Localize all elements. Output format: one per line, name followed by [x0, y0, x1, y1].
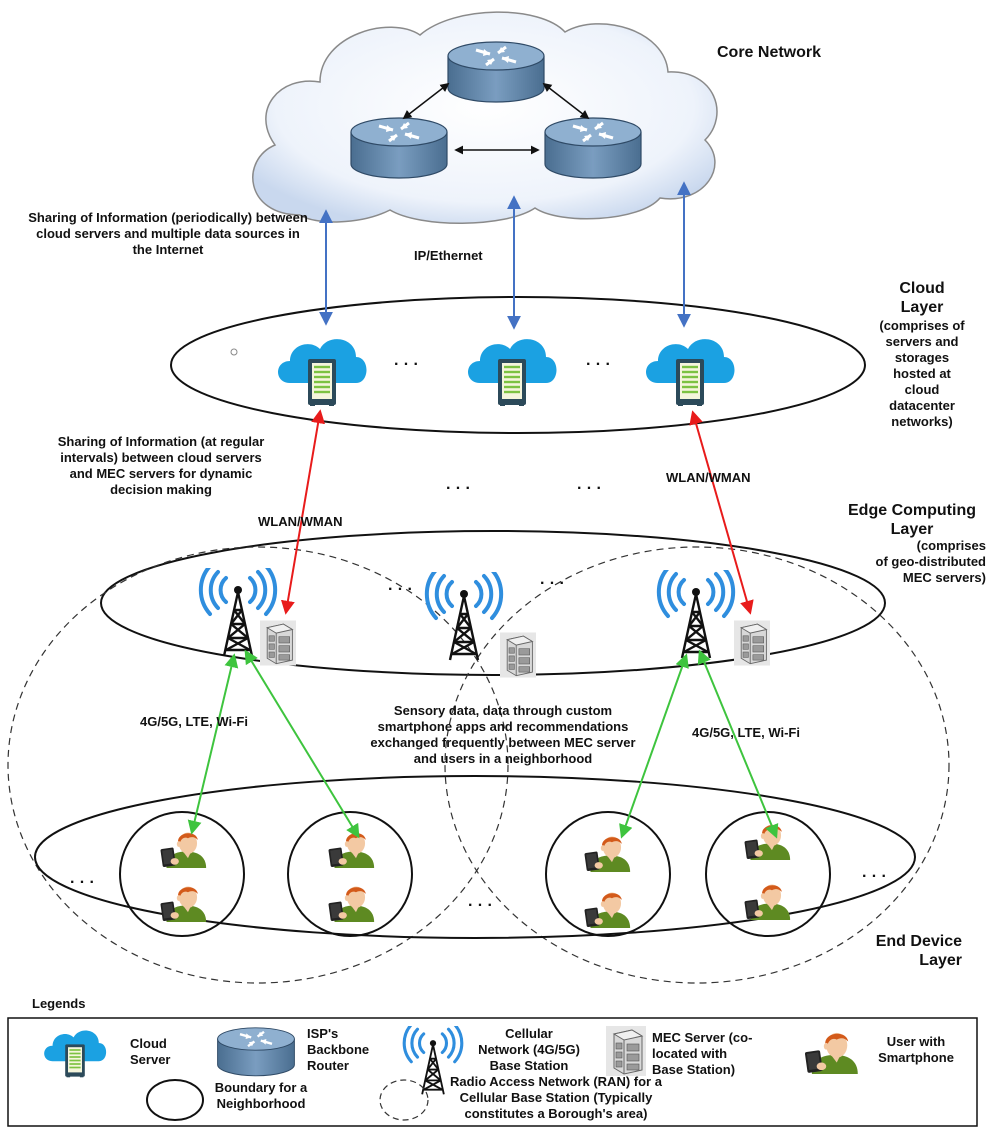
- cloud-server-icon: [644, 337, 736, 407]
- mec-server-icon: [606, 1026, 646, 1076]
- mec-sharing-annotation: Sharing of Information (at regular inter…: [57, 434, 265, 497]
- user-smartphone-icon: [584, 892, 631, 928]
- legend-router-label: ISP's Backbone Router: [307, 1026, 370, 1073]
- ellipsis: · · ·: [468, 897, 493, 914]
- cloud-server-icon: [466, 337, 558, 407]
- mec-server-icon: [734, 620, 770, 666]
- radio-link: [244, 649, 360, 839]
- legend-neighborhood-symbol: [146, 1079, 204, 1121]
- wlan-link: [689, 410, 754, 615]
- ran-boundary-left: [7, 546, 509, 984]
- legend-cloud-server-label: Cloud Server: [130, 1036, 171, 1067]
- end-device-layer-boundary: [34, 775, 916, 939]
- cloud-layer-description: (comprises of servers and storages hoste…: [879, 318, 965, 429]
- router-link: [542, 82, 590, 120]
- cloud-server-icon: [276, 337, 368, 407]
- radio-link: [697, 649, 779, 839]
- radio-label-right: 4G/5G, LTE, Wi-Fi: [692, 725, 800, 740]
- ellipsis: · · ·: [446, 480, 471, 497]
- cell-tower-icon: [424, 572, 504, 662]
- legend-neighborhood-label: Boundary for a Neighborhood: [214, 1080, 308, 1111]
- user-smartphone-icon: [328, 886, 375, 922]
- router-icon: [543, 116, 643, 180]
- mec-server-icon: [260, 620, 296, 666]
- user-smartphone-icon: [744, 884, 791, 920]
- ellipsis: · · ·: [577, 480, 602, 497]
- neighborhood-boundary: [545, 811, 671, 937]
- ellipsis: · · ·: [540, 575, 565, 592]
- legend-ran-symbol: [379, 1079, 429, 1121]
- legend-mec-server-label: MEC Server (co- located with Base Statio…: [652, 1030, 753, 1077]
- legend-base-station-label: Cellular Network (4G/5G) Base Station: [478, 1026, 580, 1073]
- cloud-layer-title: Cloud Layer: [899, 280, 945, 316]
- sensory-data-annotation: Sensory data, data through custom smartp…: [370, 703, 636, 766]
- ellipsis: · · ·: [586, 356, 611, 373]
- wlan-label-right: WLAN/WMAN: [666, 470, 751, 485]
- user-smartphone-icon: [584, 836, 631, 872]
- legend-title: Legends: [32, 996, 86, 1011]
- ellipsis: · · ·: [70, 874, 95, 891]
- core-network-title: Core Network: [717, 44, 822, 61]
- legend-user-label: User with Smartphone: [878, 1034, 954, 1065]
- radio-link: [187, 653, 239, 835]
- user-smartphone-icon: [328, 832, 375, 868]
- user-smartphone-icon: [160, 832, 207, 868]
- edge-layer-boundary: [100, 530, 886, 676]
- neighborhood-boundary: [119, 811, 245, 937]
- router-link: [402, 82, 450, 120]
- mec-server-icon: [500, 632, 536, 678]
- user-smartphone-icon: [744, 824, 791, 860]
- edge-layer-description: (comprises of geo-distributed MEC server…: [875, 538, 986, 585]
- end-device-layer-title: End Device Layer: [875, 933, 962, 969]
- ellipsis: · · ·: [394, 356, 419, 373]
- router-icon: [349, 116, 449, 180]
- ellipsis: · · ·: [388, 581, 413, 598]
- internet-sharing-annotation: Sharing of Information (periodically) be…: [28, 210, 308, 257]
- wlan-link: [280, 409, 326, 615]
- user-smartphone-icon: [160, 886, 207, 922]
- cell-tower-icon: [656, 570, 736, 660]
- edge-layer-title: Edge Computing Layer: [848, 502, 976, 538]
- legend-ran-label: Radio Access Network (RAN) for a Cellula…: [450, 1074, 662, 1121]
- radio-label-left: 4G/5G, LTE, Wi-Fi: [140, 714, 248, 729]
- ip-ethernet-label: IP/Ethernet: [414, 248, 483, 263]
- router-icon: [446, 40, 546, 104]
- wlan-label-left: WLAN/WMAN: [258, 514, 343, 529]
- router-icon: [216, 1026, 296, 1078]
- radio-link: [619, 653, 689, 839]
- ellipsis: · · ·: [862, 868, 887, 885]
